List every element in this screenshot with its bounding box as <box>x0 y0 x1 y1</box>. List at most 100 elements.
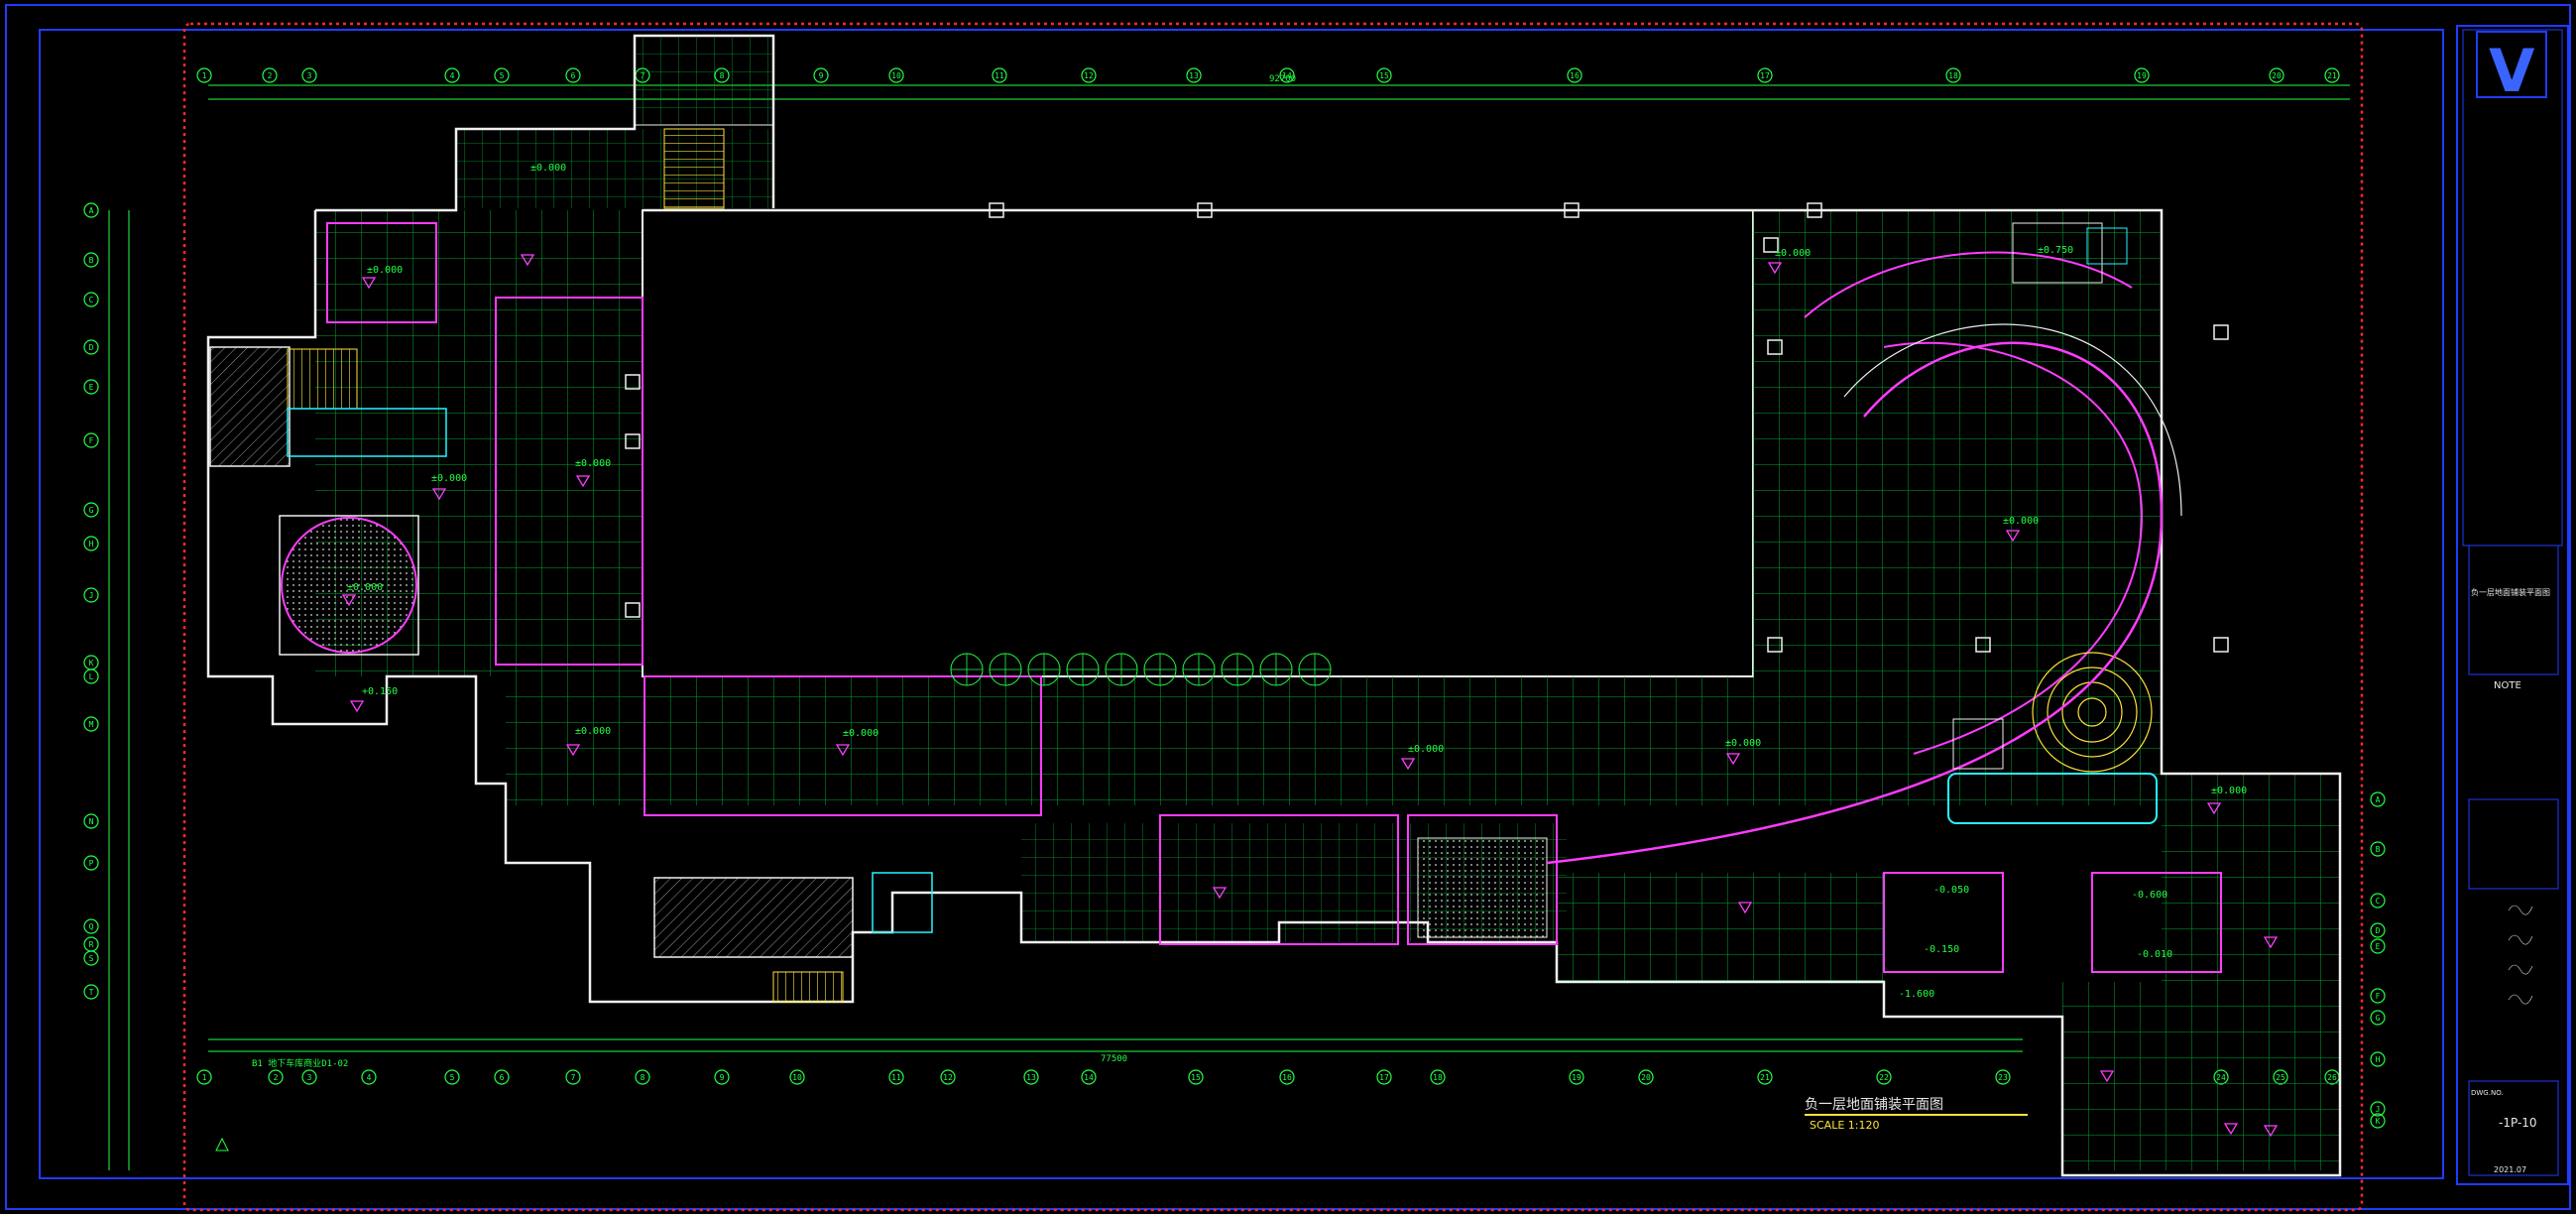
level-11: ±0.000 <box>1775 248 1811 259</box>
top-stair-room <box>634 35 774 126</box>
signature-area <box>2508 905 2533 1005</box>
equipment-box-1 <box>2086 227 2128 265</box>
level-triangle <box>431 488 447 501</box>
plan-title: 负一层地面铺装平面图 <box>1805 1097 1943 1113</box>
axis-bubble <box>196 67 212 83</box>
company-logo-box <box>2476 31 2547 98</box>
level-14: -0.050 <box>1933 885 1969 896</box>
level-triangle <box>2263 1125 2279 1138</box>
axis-label: 23 <box>1998 1073 2008 1082</box>
bottom-overall-dimension: 77500 <box>1101 1054 1127 1064</box>
hatched-room-bottom <box>653 877 854 958</box>
axis-bubble <box>1567 67 1582 83</box>
drawing-date: 2021.07 <box>2494 1165 2526 1174</box>
column <box>625 374 641 390</box>
axis-bubble <box>83 813 99 829</box>
axis-label: A <box>2376 795 2381 804</box>
axis-label: 9 <box>720 1073 725 1082</box>
tree-row <box>950 653 1332 686</box>
axis-label: G <box>2376 1014 2381 1023</box>
axis-bubble <box>1188 1069 1204 1085</box>
axis-bubble <box>2370 988 2386 1004</box>
level-triangle <box>565 744 581 757</box>
level-19: -0.600 <box>2132 890 2167 901</box>
axis-label: N <box>89 817 94 826</box>
axis-bubble <box>83 432 99 448</box>
level-9: ±0.000 <box>1725 738 1761 749</box>
spiral-stair <box>2032 652 2153 773</box>
stair-core-hatch <box>209 346 291 467</box>
axis-bubble <box>83 502 99 518</box>
plan-scale: SCALE 1:120 <box>1810 1119 1879 1132</box>
axis-bubble <box>813 67 829 83</box>
level-triangles <box>341 254 2279 1138</box>
level-triangle <box>361 277 377 290</box>
drawing-title-ref: 负一层地面铺装平面图 <box>2471 587 2550 597</box>
level-1: ±0.000 <box>530 163 566 174</box>
top-overall-dimension: 92700 <box>1269 74 1296 84</box>
axis-bubble <box>83 252 99 268</box>
axis-bubble <box>714 1069 730 1085</box>
axis-label: 14 <box>1282 71 1292 80</box>
level-markers: ±0.000 ±0.000 ±0.000 ±0.000 ±0.000 ±0.00… <box>347 163 2247 1000</box>
axis-label: H <box>89 540 94 548</box>
axis-label: 17 <box>1760 71 1770 80</box>
level-triangle <box>1767 262 1783 275</box>
axis-label: 15 <box>1379 71 1389 80</box>
stair-treads-left <box>287 348 358 410</box>
level-8: ±0.000 <box>1408 744 1444 755</box>
elevator-box <box>1952 718 2004 770</box>
level-2: ±0.000 <box>367 265 403 276</box>
axis-label: 12 <box>943 1073 953 1082</box>
level-triangle <box>575 475 591 488</box>
level-triangle <box>2263 936 2279 949</box>
terrazzo-room <box>1417 837 1548 938</box>
axis-label: 4 <box>450 71 455 80</box>
axis-label: J <box>89 591 94 600</box>
circular-room-left <box>281 517 417 654</box>
level-triangle <box>835 744 851 757</box>
axis-bubble <box>2134 67 2150 83</box>
axis-bubble <box>83 292 99 307</box>
level-triangle <box>2099 1070 2115 1083</box>
level-10: ±0.000 <box>2003 516 2039 527</box>
axis-label: 13 <box>1189 71 1199 80</box>
axis-label: 6 <box>571 71 576 80</box>
axis-label: 2 <box>274 1073 279 1082</box>
axis-bubble <box>444 1069 460 1085</box>
axis-label: K <box>2376 1117 2381 1126</box>
level-4: ±0.000 <box>575 458 611 469</box>
axis-label: 18 <box>1948 71 1958 80</box>
axis-label: 4 <box>367 1073 372 1082</box>
axis-bubble <box>1376 1069 1392 1085</box>
structural-columns <box>625 202 2229 653</box>
curved-wall-feature <box>1546 341 2164 865</box>
axis-bubble <box>83 339 99 355</box>
level-16: -0.010 <box>2137 949 2172 960</box>
axis-bubble <box>1945 67 1961 83</box>
axis-bubble <box>83 587 99 603</box>
axis-bubble <box>301 1069 317 1085</box>
axis-label: 13 <box>1026 1073 1036 1082</box>
cyan-shaft <box>872 872 933 933</box>
axis-label: E <box>89 383 94 392</box>
axis-bubble <box>1757 1069 1773 1085</box>
axis-bubble <box>83 668 99 684</box>
axis-label: D <box>89 343 94 352</box>
axis-bubble <box>268 1069 284 1085</box>
column <box>1975 637 1991 653</box>
axis-label: K <box>89 659 94 668</box>
axis-bubble <box>2269 67 2284 83</box>
axis-bubble <box>2370 1010 2386 1026</box>
axis-label: F <box>89 436 94 445</box>
sheet-border <box>5 4 2571 1210</box>
axis-label: M <box>89 720 94 729</box>
axis-bubble <box>992 67 1007 83</box>
axis-label: 12 <box>1084 71 1094 80</box>
axis-label: 11 <box>995 71 1004 80</box>
axis-label: 1 <box>202 71 207 80</box>
axis-bubble <box>301 67 317 83</box>
axis-label: P <box>89 859 94 868</box>
